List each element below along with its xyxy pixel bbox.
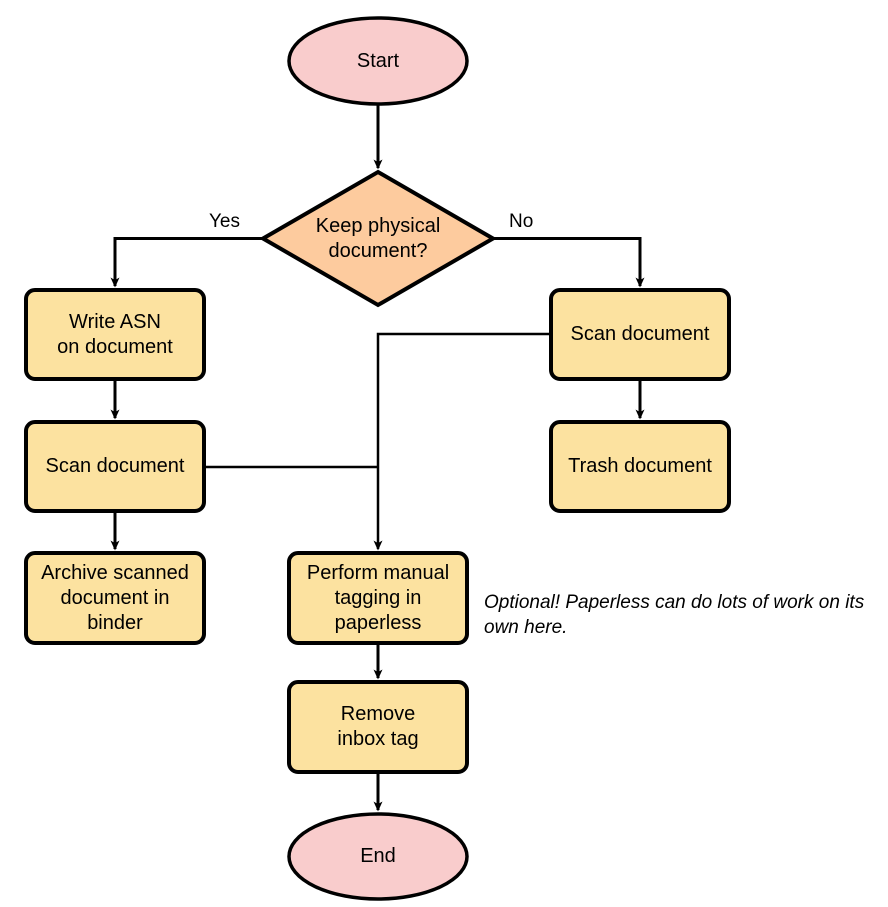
edge-label-yes: Yes <box>209 211 240 232</box>
node-write-asn-on-document-shape[interactable] <box>24 288 206 381</box>
node-archive-scanned-document-in-binder-shape[interactable] <box>24 551 206 645</box>
node-scan-document-right-shape[interactable] <box>549 288 731 381</box>
node-perform-manual-tagging-in-paperless-shape[interactable] <box>287 551 469 645</box>
node-start-shape[interactable] <box>287 16 469 106</box>
edge-decision-to-write-asn <box>110 237 263 288</box>
node-remove-inbox-tag-shape[interactable] <box>287 680 469 774</box>
node-keep-physical-document-shape[interactable] <box>259 169 497 308</box>
node-scan-document-left-shape[interactable] <box>24 420 206 513</box>
node-shapes <box>24 16 731 901</box>
edges <box>110 104 645 812</box>
edge-decision-to-scan-right <box>493 237 645 288</box>
node-end-shape[interactable] <box>287 812 469 901</box>
edge-label-no: No <box>509 211 534 232</box>
node-trash-document-shape[interactable] <box>549 420 731 513</box>
optional-note: Optional! Paperless can do lots of work … <box>484 592 865 638</box>
edge-scan-right-to-tagging <box>373 332 551 551</box>
